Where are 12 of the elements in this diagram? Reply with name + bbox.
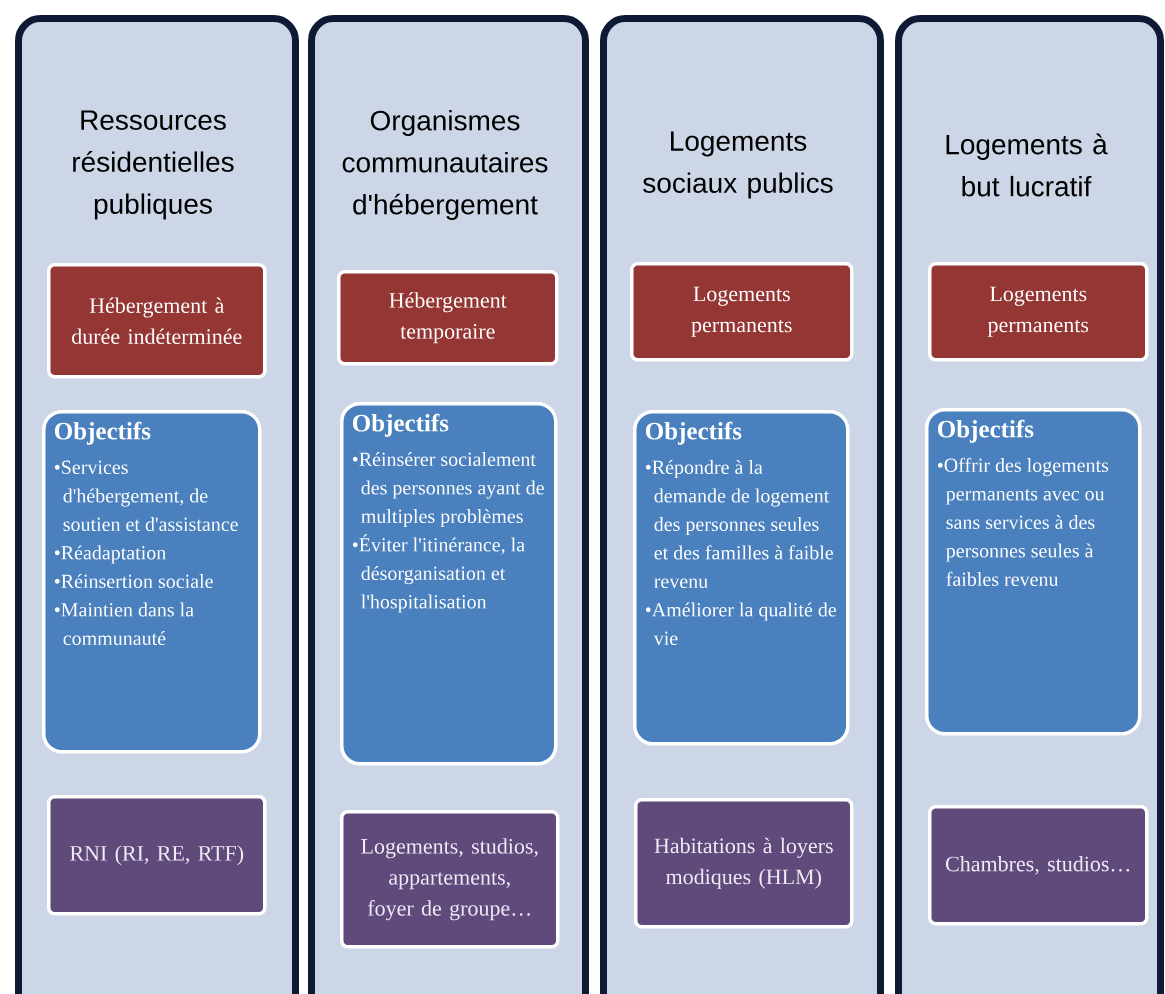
category-box: Logements permanents bbox=[630, 262, 854, 362]
category-box: Hébergement à durée indéterminée bbox=[47, 263, 267, 379]
category-box: Logements permanents bbox=[928, 262, 1149, 362]
examples-box: Chambres, studios… bbox=[928, 805, 1149, 926]
objectives-box: Objectifs •Répondre à la demande de logement des personnes seules et des familles à faible revenu •Améliorer la qualité de vie bbox=[633, 410, 850, 746]
examples-box: Habitations à loyers modiques (HLM) bbox=[634, 798, 854, 929]
category-box: Hébergement temporaire bbox=[337, 270, 559, 366]
objectives-box: Objectifs •Réinsérer socialement des personnes ayant de multiples problèmes •Éviter l'itinérance, la désorganisation et l'hospitalisation bbox=[340, 402, 558, 766]
objectives-box: Objectifs •Offrir des logements permanents avec ou sans services à des personnes seules à faibles revenu bbox=[925, 408, 1142, 736]
objectives-box: Objectifs •Services d'hébergement, de soutien et d'assistance •Réadaptation •Réinsertion sociale •Maintien dans la communauté bbox=[42, 410, 262, 754]
examples-box: RNI (RI, RE, RTF) bbox=[47, 795, 267, 916]
examples-box: Logements, studios, appartements, foyer de groupe… bbox=[340, 810, 560, 949]
